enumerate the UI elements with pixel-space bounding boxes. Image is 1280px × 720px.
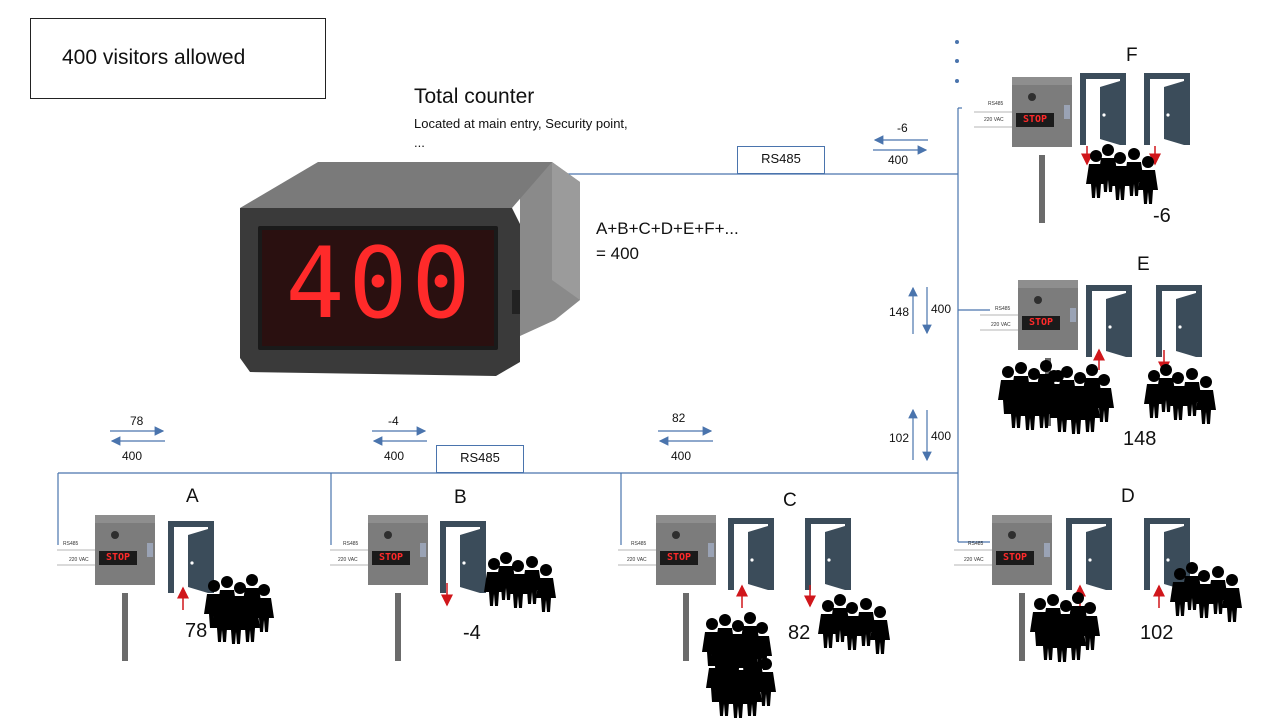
port-label-rs485-b: RS485 [343,541,359,547]
total-counter-subtitle: Located at main entry, Security point, .… [414,116,628,150]
unit-count-f: -6 [1153,205,1171,227]
value-to-total-c: 82 [672,411,686,425]
value-from-total-a: 400 [122,449,143,463]
sum-formula-line1: A+B+C+D+E+F+... [596,219,739,238]
unit-count-d: 102 [1140,622,1174,644]
value-from-total-f: 400 [888,153,909,167]
door-icon [1080,73,1126,145]
port-label-rs485-e: RS485 [995,306,1011,312]
visitor-limit-text: 400 visitors allowed [62,46,246,69]
exchange-arrows-f [873,135,928,155]
exchange-arrows-e [908,286,932,335]
value-to-total-e: 148 [889,305,910,319]
value-from-total-e: 400 [931,302,952,316]
port-label-rs485-f: RS485 [988,101,1004,107]
unit-letter-d: D [1121,486,1135,507]
door-icon [805,518,851,590]
door-icon [1086,285,1132,357]
sum-formula-line2: = 400 [596,244,640,263]
exchange-arrows-b [372,426,427,446]
unit-count-c: 82 [788,622,811,644]
unit-display-b: STOP [378,552,404,563]
continuation-dot [955,79,959,83]
door-icon [1144,73,1190,145]
unit-letter-f: F [1126,45,1138,66]
door-icon [1144,518,1190,590]
unit-letter-e: E [1137,254,1150,275]
unit-display-f: STOP [1022,114,1048,125]
unit-display-e: STOP [1028,317,1054,328]
door-icon [1066,518,1112,590]
visitor-limit-box [30,18,326,99]
counter-unit-a [56,514,156,662]
door-icon [1156,285,1202,357]
rs485-label-bottom: RS485 [436,445,524,473]
value-to-total-d: 102 [889,431,910,445]
unit-letter-a: A [186,486,199,507]
door-icon [728,518,774,590]
unit-count-a: 78 [185,620,208,642]
unit-letter-b: B [454,487,467,508]
rs485-label-top: RS485 [737,146,825,174]
unit-display-c: STOP [666,552,692,563]
port-label-power-c: 220 VAC [627,557,647,563]
door-icon [168,521,214,593]
value-from-total-b: 400 [384,449,405,463]
port-label-power-d: 220 VAC [964,557,984,563]
continuation-dot [955,40,959,44]
value-to-total-a: 78 [130,414,144,428]
value-to-total-b: -4 [388,414,399,428]
unit-count-e: 148 [1123,428,1157,450]
port-label-rs485-c: RS485 [631,541,647,547]
port-label-rs485-a: RS485 [63,541,79,547]
value-from-total-c: 400 [671,449,692,463]
counter-unit-c [617,514,717,662]
unit-count-b: -4 [463,622,481,644]
total-counter-device [240,162,580,376]
total-counter-display: 400 [285,227,475,341]
exchange-arrows-c [658,426,713,446]
sum-formula: A+B+C+D+E+F+... = 400 [596,216,739,266]
exchange-arrows-a [110,426,165,446]
port-label-power-f: 220 VAC [984,117,1004,123]
port-label-power-b: 220 VAC [338,557,358,563]
value-to-total-f: -6 [897,121,908,135]
port-label-rs485-d: RS485 [968,541,984,547]
value-from-total-d: 400 [931,429,952,443]
counter-unit-b [329,514,429,662]
port-label-power-e: 220 VAC [991,322,1011,328]
continuation-dot [955,59,959,63]
counter-unit-f [973,76,1073,224]
unit-letter-c: C [783,490,797,511]
port-label-power-a: 220 VAC [69,557,89,563]
unit-display-a: STOP [105,552,131,563]
total-counter-title: Total counter [414,85,535,108]
exchange-arrows-d [908,408,932,462]
door-icon [440,521,486,593]
unit-display-d: STOP [1002,552,1028,563]
